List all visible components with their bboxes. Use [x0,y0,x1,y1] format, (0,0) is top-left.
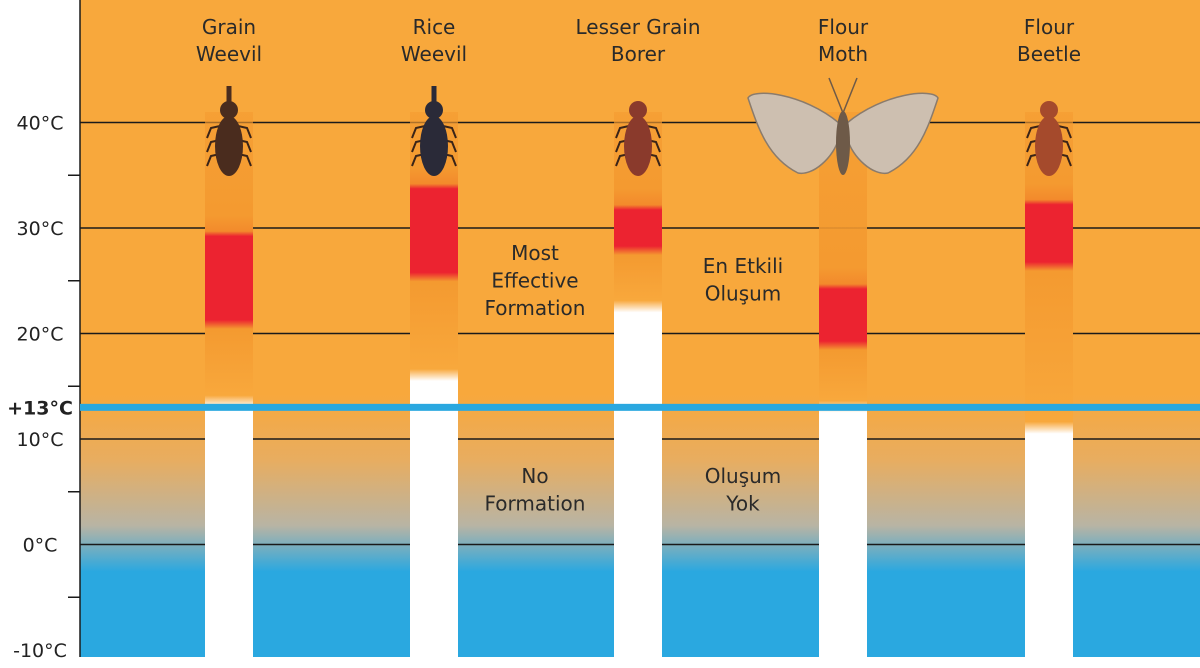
pest-name-label: Moth [818,42,868,66]
pest-name-label: Grain [202,15,256,39]
region-annotation: Effective [491,269,578,293]
y-tick-label: 40°C [17,113,64,135]
y-tick-label: -10°C [13,640,67,662]
y-tick-label: 30°C [17,218,64,240]
pest-name-label: Weevil [196,42,262,66]
pest-name-label: Beetle [1017,42,1081,66]
region-annotation: No [521,464,548,488]
y-tick-label: 20°C [17,324,64,346]
threshold-line [80,403,1200,411]
pest-bar [205,111,253,657]
pest-bar [1025,111,1073,657]
pest-name-label: Flour [818,15,869,39]
region-annotation: Formation [485,296,586,320]
region-annotation: Yok [725,492,760,516]
pest-name-label: Weevil [401,42,467,66]
pest-bar [614,111,662,657]
pest-bar [410,111,458,657]
weevil-icon [206,86,252,176]
y-tick-label: 0°C [23,535,58,557]
region-annotation: Oluşum [705,282,782,306]
beetle-icon [1026,101,1072,176]
pest-name-label: Lesser Grain [575,15,700,39]
weevil-icon [411,86,457,176]
region-annotation: Most [511,241,559,265]
y-tick-label: 10°C [17,429,64,451]
region-annotation: Oluşum [705,464,782,488]
y-tick-label: +13°C [7,397,73,419]
moth-icon [747,77,939,175]
pest-bar [819,111,867,657]
borer-icon [615,101,661,176]
region-annotation: Formation [485,492,586,516]
pest-name-label: Flour [1024,15,1075,39]
pest-name-label: Borer [611,42,666,66]
pest-name-label: Rice [413,15,456,39]
region-annotation: En Etkili [703,254,783,278]
